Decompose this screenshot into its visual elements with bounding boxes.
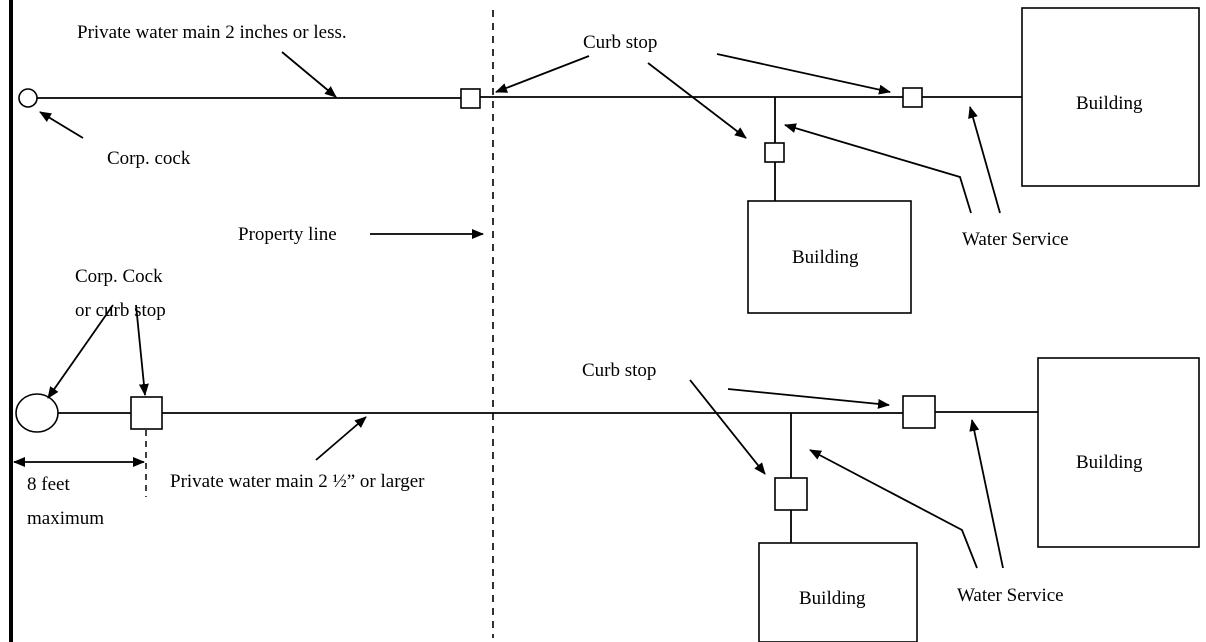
corp-cock-large-circle [15,393,59,433]
arrow-corp-cock-large [47,304,114,399]
label-corp-cock: Corp. cock [107,148,191,169]
label-eight-feet-line2: maximum [27,508,104,529]
arrow-curb-stop-bottom-1 [689,379,766,475]
arrow-main-large [315,416,367,461]
arrow-water-service-bottom-1 [809,449,978,569]
label-corp-cock-curb-line1: Corp. Cock [75,266,163,287]
arrow-curb-stop-2 [647,62,747,139]
label-building-top-right: Building [1076,93,1143,114]
label-curb-stop-bottom: Curb stop [582,360,656,381]
arrow-curb-stop-1 [495,55,590,93]
curb-stop-box-top-left [460,88,481,109]
arrow-curb-stop-3 [716,53,891,95]
building-bottom-mid [758,542,918,642]
label-main-large: Private water main 2 ½” or larger [170,471,425,492]
label-eight-feet-line1: 8 feet [27,474,70,495]
curb-stop-box-bottom-left [130,396,163,430]
arrow-water-service-bottom-2 [969,419,1004,569]
label-water-service-top: Water Service [962,229,1069,250]
building-top-mid [747,200,912,314]
arrow-curb-stop-bottom-2 [727,388,890,409]
arrow-corp-cock [39,111,84,139]
label-property-line: Property line [238,224,337,245]
building-bottom-right [1037,357,1200,548]
label-building-bottom-mid: Building [799,588,866,609]
label-corp-cock-curb-line2: or curb stop [75,300,166,321]
arrow-water-service-top-1 [784,123,972,214]
curb-stop-box-top-right [902,87,923,108]
curb-stop-box-bottom-right [902,395,936,429]
label-building-bottom-right: Building [1076,452,1143,473]
label-main-small: Private water main 2 inches or less. [77,22,347,43]
corp-cock-small-circle [18,88,38,108]
arrow-curb-stop-small-bottom [135,304,149,396]
label-building-top-mid: Building [792,247,859,268]
curb-stop-box-top-branch [764,142,785,163]
arrow-main-small [281,51,337,98]
curb-stop-box-bottom-branch [774,477,808,511]
arrow-water-service-top-2 [968,106,1001,214]
building-top-right [1021,7,1200,187]
label-curb-stop-top: Curb stop [583,32,657,53]
label-water-service-bottom: Water Service [957,585,1064,606]
